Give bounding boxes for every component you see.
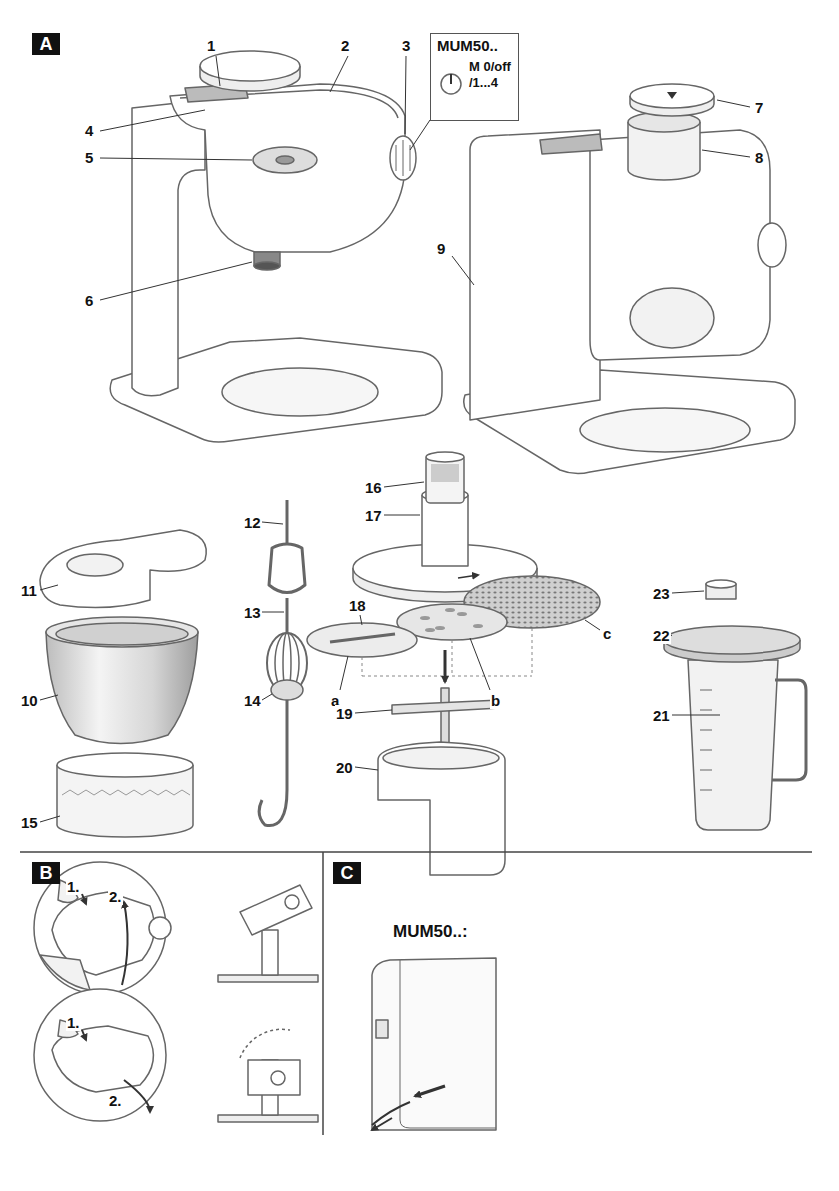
callout-number: 10 [20,692,39,709]
callout-number: 9 [436,240,446,257]
callout-number: 20 [335,759,354,776]
callout-number: 2 [340,37,350,54]
callout-number: 12 [243,514,262,531]
callout-number: 1 [206,37,216,54]
callout-number: 22 [652,627,671,644]
callout-number: 6 [84,292,94,309]
callout-number: 5 [84,149,94,166]
model-label: MUM50..: [392,922,469,942]
panel-letter-text: B [40,863,53,883]
callout-number: 8 [754,149,764,166]
callout-number: 19 [335,705,354,722]
callout-number: 13 [243,604,262,621]
panel-letter: B [32,862,60,884]
panel-letter: C [333,862,361,884]
callout-number: 23 [652,585,671,602]
callout-number: 3 [401,37,411,54]
callout-number: 11 [20,582,38,599]
step-number: 1. [66,878,81,895]
callout-number: 18 [348,597,367,614]
callout-number: 21 [652,707,671,724]
callout-letter: b [490,692,501,709]
callout-number: 17 [364,507,383,524]
model-heading: MUM50.. [431,34,518,55]
callout-number: 16 [364,479,383,496]
step-number: 2. [108,1092,123,1109]
callout-number: 15 [20,814,39,831]
panel-letter-text: A [40,34,53,54]
switch-positions: M 0/off /1...4 [469,59,511,91]
switch-box: MUM50.. M 0/off /1...4 [430,33,519,121]
callout-letter: c [602,625,612,642]
callout-number: 14 [243,692,262,709]
panel-letter-text: C [341,863,354,883]
panel-letter: A [32,33,60,55]
step-number: 2. [108,888,123,905]
callout-number: 4 [84,122,94,139]
callout-number: 7 [754,99,764,116]
step-number: 1. [66,1014,81,1031]
